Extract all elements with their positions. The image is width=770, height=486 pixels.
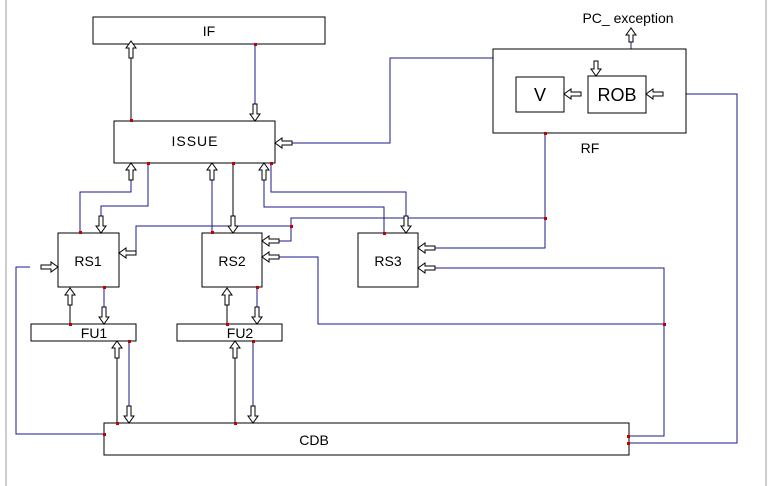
arrow-left-into-rob: [645, 88, 664, 100]
dot-cdb-top-1: [116, 422, 119, 425]
arrow-down-into-rob: [590, 60, 602, 77]
dot-cdb-right-2: [627, 442, 630, 445]
arrow-down-into-fu1: [98, 306, 110, 325]
wire-cdb-to-rob: [628, 93, 738, 444]
v-block: [515, 76, 565, 113]
arrow-left-into-rs3-bottom: [417, 262, 436, 274]
dot-cdb-left: [103, 433, 106, 436]
arrow-up-pc-exception: [625, 27, 637, 43]
dot-rs1-bottom: [103, 286, 106, 289]
arrow-up-into-if: [125, 40, 137, 59]
wire-cdb-to-rs2: [278, 256, 664, 325]
arrow-left-into-rs1: [118, 247, 137, 259]
arrow-left-into-issue: [274, 137, 293, 149]
dot-fu2-bottom: [252, 340, 255, 343]
dot-issue-bottom-2: [232, 162, 235, 165]
dot-fu2-top: [226, 323, 229, 326]
dot-issue-if-out: [130, 119, 133, 122]
wire-cdb-to-rs1: [15, 266, 104, 435]
wire-rf-to-rs3: [432, 133, 546, 249]
dot-cdb-right-1: [627, 435, 630, 438]
arrow-up-into-issue-1: [125, 162, 137, 181]
wire-rs1-to-issue: [79, 172, 132, 232]
rob-label: ROB: [597, 85, 636, 105]
dot-if-out: [254, 43, 257, 46]
wire-cdb-to-rs3: [434, 267, 665, 437]
arrow-down-into-issue: [249, 103, 261, 122]
rf-label: RF: [581, 140, 600, 156]
fu2-block: [176, 323, 283, 342]
rs1-block: [57, 232, 120, 288]
arrows: [40, 27, 664, 424]
arrow-down-into-rs2: [227, 215, 239, 234]
if-block: [92, 16, 326, 45]
arrow-up-into-rs1: [64, 287, 76, 306]
dot-cdb-top-2: [234, 422, 237, 425]
issue-label: ISSUE: [171, 133, 218, 149]
arrow-down-into-cdb-1: [123, 405, 135, 424]
pc-exception-label: PC_ exception: [582, 10, 673, 26]
arrow-up-into-rs2: [221, 287, 233, 306]
rs3-block: [357, 232, 419, 288]
wire-rs3-to-issue: [263, 172, 385, 233]
arrow-left-into-rs3-top: [417, 242, 436, 254]
arrow-up-into-fu1: [111, 340, 123, 359]
arrow-down-into-rs3: [400, 215, 412, 234]
dot-rs1-top: [79, 231, 82, 234]
rs3-label: RS3: [374, 253, 401, 269]
if-label: IF: [203, 23, 215, 39]
fu1-label: FU1: [81, 325, 108, 341]
dot-rf-bottom: [544, 132, 547, 135]
arrow-down-into-rs1: [95, 215, 107, 234]
arrow-right-into-rs1: [40, 261, 59, 273]
dot-rf-junction: [544, 217, 547, 220]
dot-rs3-top: [383, 232, 386, 235]
arrow-left-into-rs2-top: [261, 235, 280, 247]
cdb-block: [103, 422, 630, 456]
arrow-left-into-rs2-bottom: [261, 251, 280, 263]
dot-issue-bottom-1: [147, 162, 150, 165]
dot-fu1-bottom: [128, 340, 131, 343]
rob-block: [587, 75, 647, 114]
arrow-down-into-fu2: [251, 306, 263, 325]
arrow-down-into-cdb-2: [247, 405, 259, 424]
dot-rs2-top: [211, 231, 214, 234]
cdb-label: CDB: [299, 432, 329, 448]
rs1-label: RS1: [74, 253, 101, 269]
arrow-left-into-v: [563, 88, 582, 100]
issue-block: [113, 120, 276, 164]
arrow-up-into-issue-3: [258, 162, 270, 181]
v-label: V: [534, 85, 546, 105]
dot-rs-junction: [290, 225, 293, 228]
arrow-up-into-issue-2: [206, 162, 218, 181]
wire-issue-to-rs3: [270, 163, 407, 222]
arrow-up-into-fu2: [229, 340, 241, 359]
fu2-label: FU2: [227, 325, 254, 341]
connection-dots: [69, 43, 666, 445]
rs2-label: RS2: [218, 253, 245, 269]
wire-rf-to-rs2: [276, 217, 545, 242]
dot-rs2-bottom: [256, 286, 259, 289]
rs2-block: [201, 232, 263, 288]
dot-issue-bottom-3: [270, 162, 273, 165]
dot-cdb-junction: [663, 323, 666, 326]
wire-issue-to-rs1: [100, 163, 149, 226]
dot-fu1-top: [69, 323, 72, 326]
fu1-block: [30, 323, 137, 342]
